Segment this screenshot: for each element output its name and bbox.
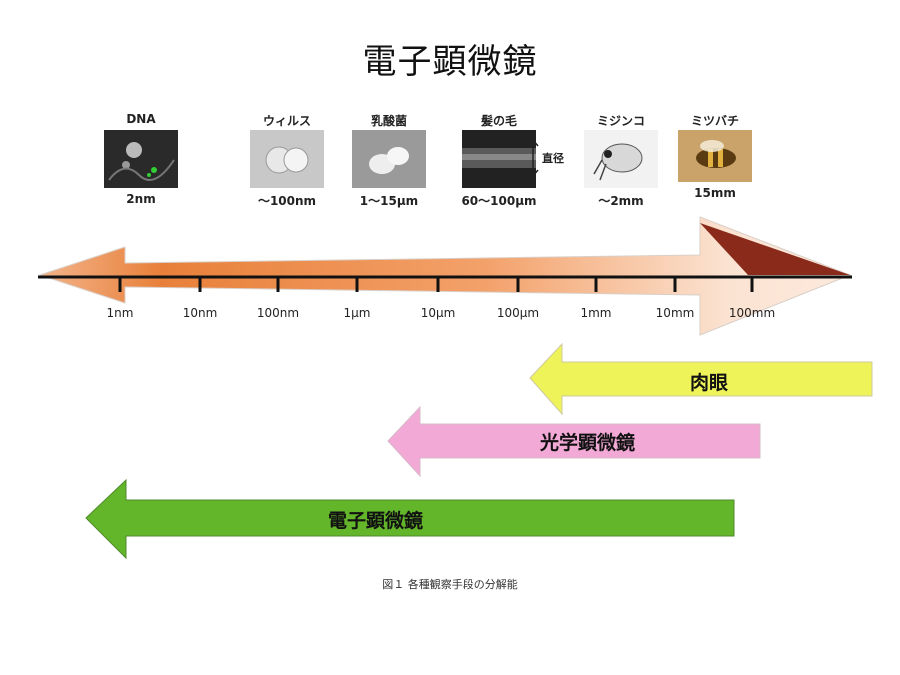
specimen-size: 60〜100μm <box>461 194 537 208</box>
diameter-arrow-icon <box>527 138 539 178</box>
scale-tick-label: 1μm <box>344 306 371 320</box>
daphnia-image <box>584 130 658 188</box>
specimen-size: 2nm <box>126 192 156 206</box>
range-arrows <box>85 342 873 560</box>
specimen-hair: 髪の毛 60〜100μm <box>444 112 554 209</box>
specimen-size: 1〜15μm <box>359 194 419 208</box>
scale-tick-label: 100μm <box>497 306 539 320</box>
scale-arrow-head <box>700 223 850 275</box>
optical-microscope-arrow <box>387 405 761 478</box>
specimen-size: 〜2mm <box>598 194 644 208</box>
specimen-bee: ミツバチ 15mm <box>660 112 770 200</box>
scale-tick-label: 100nm <box>257 306 299 320</box>
scale-tick-label: 10μm <box>421 306 456 320</box>
diameter-note: 直径 <box>542 152 564 165</box>
electron-microscope-label: 電子顕微鏡 <box>328 510 424 532</box>
specimen-virus: ウィルス 〜100nm <box>232 112 342 209</box>
hair-image <box>462 130 536 188</box>
specimen-label: DNA <box>126 112 156 126</box>
specimen-label: ミジンコ <box>596 114 645 128</box>
specimen-label: ウィルス <box>262 114 311 128</box>
specimen-bacteria: 乳酸菌 1〜15μm <box>334 112 444 209</box>
specimen-size: 〜100nm <box>257 194 317 208</box>
bacteria-image <box>352 130 426 188</box>
optical-microscope-label: 光学顕微鏡 <box>540 432 636 454</box>
scale-diagram: 1nm 10nm 100nm 1μm 10μm 100μm 1mm 10mm 100mm <box>38 216 852 336</box>
electron-microscope-arrow <box>85 478 735 560</box>
specimen-size: 15mm <box>694 186 736 200</box>
figure-caption: 図１ 各種観察手段の分解能 <box>382 578 518 591</box>
specimen-label: 乳酸菌 <box>370 114 407 128</box>
naked-eye-label: 肉眼 <box>690 372 729 394</box>
page-title: 電子顕微鏡 <box>362 42 538 82</box>
specimen-daphnia: ミジンコ 〜2mm <box>566 112 676 209</box>
bee-image <box>678 130 752 182</box>
specimen-dna: DNA 2nm <box>86 112 196 206</box>
specimen-label: ミツバチ <box>690 114 739 128</box>
dna-image <box>104 130 178 188</box>
scale-tick-label: 10mm <box>656 306 695 320</box>
scale-tick-label: 1mm <box>580 306 611 320</box>
scale-tick-label: 1nm <box>107 306 134 320</box>
scale-tick-label: 100mm <box>729 306 775 320</box>
scale-tick-label: 10nm <box>183 306 218 320</box>
virus-image <box>250 130 324 188</box>
naked-eye-arrow <box>529 342 873 416</box>
specimen-label: 髪の毛 <box>480 114 517 128</box>
